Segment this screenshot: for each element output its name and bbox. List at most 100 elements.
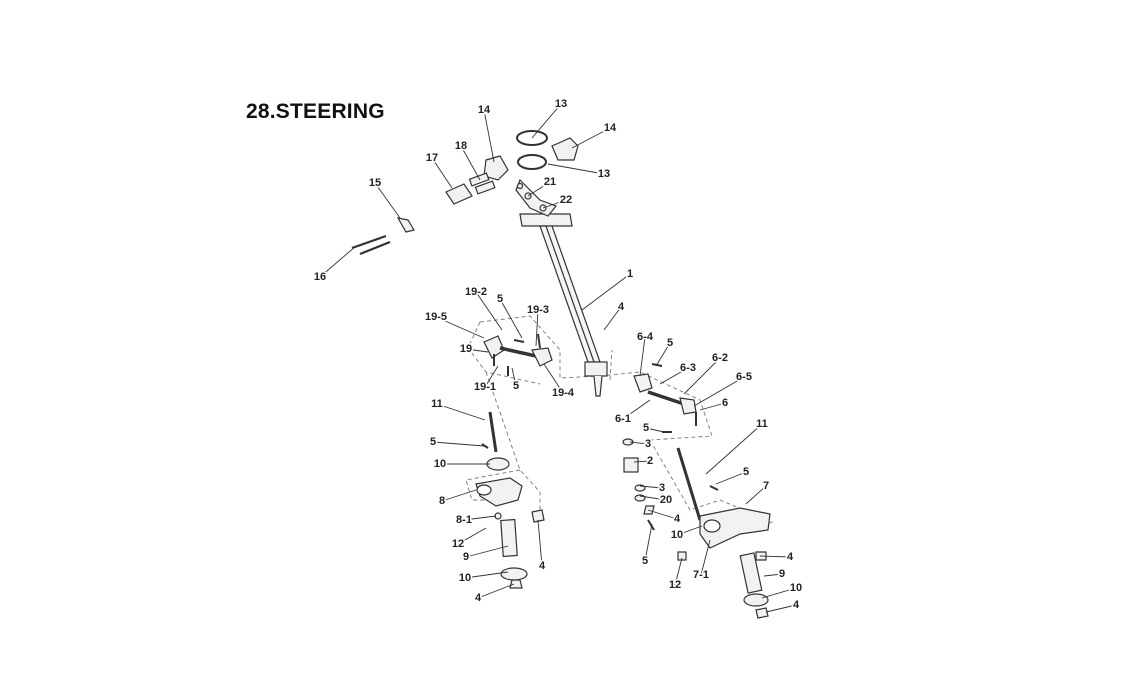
callout-leader	[759, 555, 791, 558]
part-callout-label: 5	[667, 337, 673, 349]
callout-leader	[499, 298, 523, 339]
callout-leader	[655, 342, 671, 367]
callout-leader	[527, 181, 551, 197]
part-callout-label: 19-4	[552, 387, 575, 399]
callout-leader	[484, 365, 499, 388]
callout-leader	[629, 441, 649, 445]
part-callout-label: 17	[426, 152, 438, 164]
part-callout-label: 19	[460, 343, 472, 355]
callout-leader	[699, 402, 726, 411]
callout-leader	[622, 399, 651, 420]
callout-leader	[531, 103, 562, 139]
callout-leader	[659, 367, 689, 385]
part-callout-label: 10	[671, 529, 683, 541]
callout-leader	[537, 519, 543, 567]
callout-leader	[645, 427, 665, 433]
part-callout-label: 7	[763, 480, 769, 492]
part-callout-label: 14	[604, 122, 617, 134]
part-callout-label: 11	[431, 398, 443, 410]
part-callout-label: 22	[560, 194, 572, 206]
part-callout-label: 6-5	[736, 371, 752, 383]
callout-leader	[457, 527, 487, 545]
callout-leader	[639, 495, 667, 501]
part-callout-label: 6-3	[680, 362, 696, 374]
part-callout-label: 9	[779, 568, 785, 580]
part-callout-label: 7-1	[693, 569, 709, 581]
part-callout-label: 8	[439, 495, 445, 507]
part-callout-label: 4	[787, 551, 794, 563]
part-callout-label: 6-2	[712, 352, 728, 364]
bolts-left	[351, 217, 415, 256]
right-tie-rod	[633, 373, 697, 426]
part-callout-label: 6	[722, 397, 728, 409]
callout-leader	[441, 489, 477, 502]
part-callout-label: 18	[455, 140, 467, 152]
diagram-title: 28.STEERING	[246, 100, 385, 123]
callout-leader	[535, 309, 539, 347]
part-callout-label: 5	[430, 436, 436, 448]
callout-leader	[633, 460, 651, 463]
callout-leader	[431, 157, 453, 189]
callout-leader	[543, 363, 564, 394]
callout-leader	[603, 306, 622, 331]
part-callout-label: 5	[497, 293, 503, 305]
part-callout-label: 11	[756, 418, 768, 430]
part-callout-label: 1	[627, 268, 633, 280]
part-callout-label: 13	[598, 168, 610, 180]
callout-leader	[674, 557, 683, 586]
callout-leader	[475, 291, 503, 331]
diagram-panel	[222, 82, 916, 628]
left-knuckle-assembly	[475, 411, 545, 589]
part-callout-label: 4	[674, 513, 681, 525]
callout-leader	[477, 583, 515, 599]
callout-leader	[547, 163, 605, 175]
callout-leader	[715, 471, 747, 485]
callout-leader	[432, 441, 485, 447]
part-callout-label: 21	[544, 176, 556, 188]
callout-leader	[319, 245, 357, 278]
part-callout-label: 12	[452, 538, 464, 550]
callout-leader	[639, 485, 663, 489]
callout-leaders	[319, 103, 797, 613]
part-callout-label: 6-1	[615, 413, 631, 425]
part-callout-label: 19-1	[474, 381, 496, 393]
part-callout-label: 4	[539, 560, 546, 572]
part-callout-label: 19-3	[527, 304, 549, 316]
part-callout-label: 5	[642, 555, 648, 567]
callout-leader	[644, 523, 653, 562]
callout-leader	[581, 273, 631, 311]
part-callout-label: 19-2	[465, 286, 487, 298]
left-tie-rod	[483, 333, 553, 367]
callout-leader	[374, 182, 401, 219]
part-callout-label: 12	[669, 579, 681, 591]
callout-leader	[465, 545, 509, 558]
part-callout-label: 13	[555, 98, 567, 110]
callout-leader	[463, 515, 497, 521]
part-callout-label: 16	[314, 271, 326, 283]
part-callout-label: 2	[647, 455, 653, 467]
callout-leader	[700, 539, 711, 576]
cotter-pins	[481, 339, 719, 531]
callout-leader	[542, 199, 567, 209]
callout-leader	[683, 357, 721, 395]
part-callout-label: 3	[645, 438, 651, 450]
callout-leader	[676, 525, 703, 536]
callout-leader	[464, 571, 509, 579]
part-callout-label: 20	[660, 494, 672, 506]
part-callout-label: 9	[463, 551, 469, 563]
part-callout-label: 10	[434, 458, 446, 470]
callout-leader	[647, 509, 678, 520]
part-callout-label: 3	[659, 482, 665, 494]
part-callout-label: 15	[369, 177, 381, 189]
steering-column	[519, 213, 608, 397]
callout-leader	[571, 127, 611, 149]
callout-leader	[693, 376, 745, 407]
callout-leader	[436, 403, 486, 421]
part-callout-label: 10	[459, 572, 471, 584]
callout-leader	[639, 336, 646, 377]
assembly-dashed-lines	[465, 315, 774, 535]
callout-leader	[460, 145, 481, 181]
callout-leader	[745, 485, 767, 505]
